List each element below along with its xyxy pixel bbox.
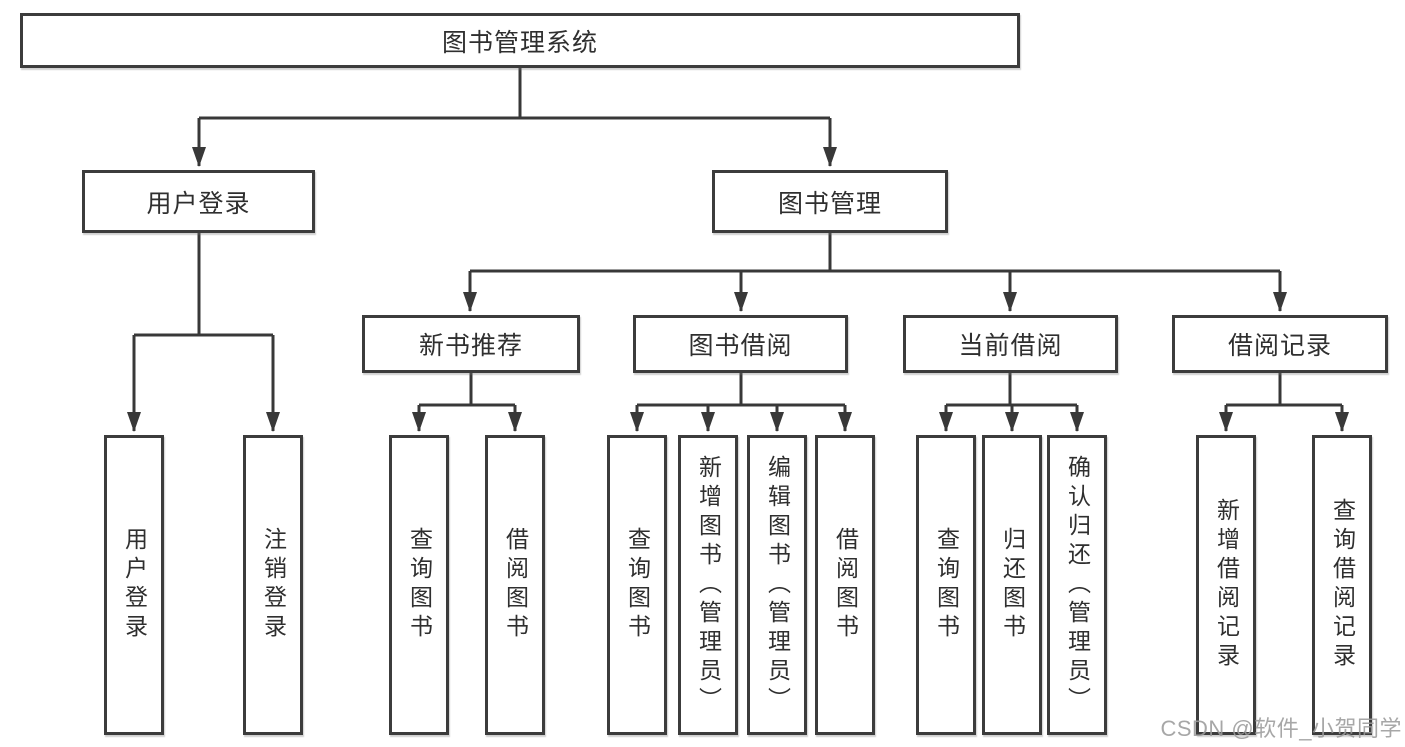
leaf-current-return-book: 归还图书 [982,435,1042,735]
leaf-borrow-add-book-admin: 新增图书（管理员） [678,435,738,735]
leaf-recommend-borrow-book: 借阅图书 [485,435,545,735]
connector-user-login-children [127,233,280,432]
node-user-login: 用户登录 [82,170,315,233]
leaf-borrow-edit-book-admin: 编辑图书（管理员） [747,435,807,735]
connector-current-borrow-children [939,373,1084,432]
connector-book-borrow-children [630,373,852,432]
node-borrow-record: 借阅记录 [1172,315,1388,373]
node-current-borrow: 当前借阅 [903,315,1118,373]
node-root: 图书管理系统 [20,13,1020,68]
leaf-record-add-record: 新增借阅记录 [1196,435,1256,735]
watermark: CSDN @软件_小贺同学 [1160,716,1402,741]
leaf-logout: 注销登录 [243,435,303,735]
node-book-borrow: 图书借阅 [633,315,848,373]
leaf-borrow-query-book: 查询图书 [607,435,667,735]
node-new-book-recommend: 新书推荐 [362,315,580,373]
connector-root-to-level2 [192,68,837,167]
leaf-user-login: 用户登录 [104,435,164,735]
connector-new-book-recommend-children [412,373,522,432]
leaf-borrow-borrow-book: 借阅图书 [815,435,875,735]
node-book-management: 图书管理 [712,170,948,233]
connector-borrow-record-children [1219,373,1349,432]
leaf-current-confirm-return-admin: 确认归还（管理员） [1047,435,1107,735]
leaf-current-query-book: 查询图书 [916,435,976,735]
leaf-record-query-record: 查询借阅记录 [1312,435,1372,735]
connector-book-management-children [463,233,1287,312]
leaf-recommend-query-book: 查询图书 [389,435,449,735]
